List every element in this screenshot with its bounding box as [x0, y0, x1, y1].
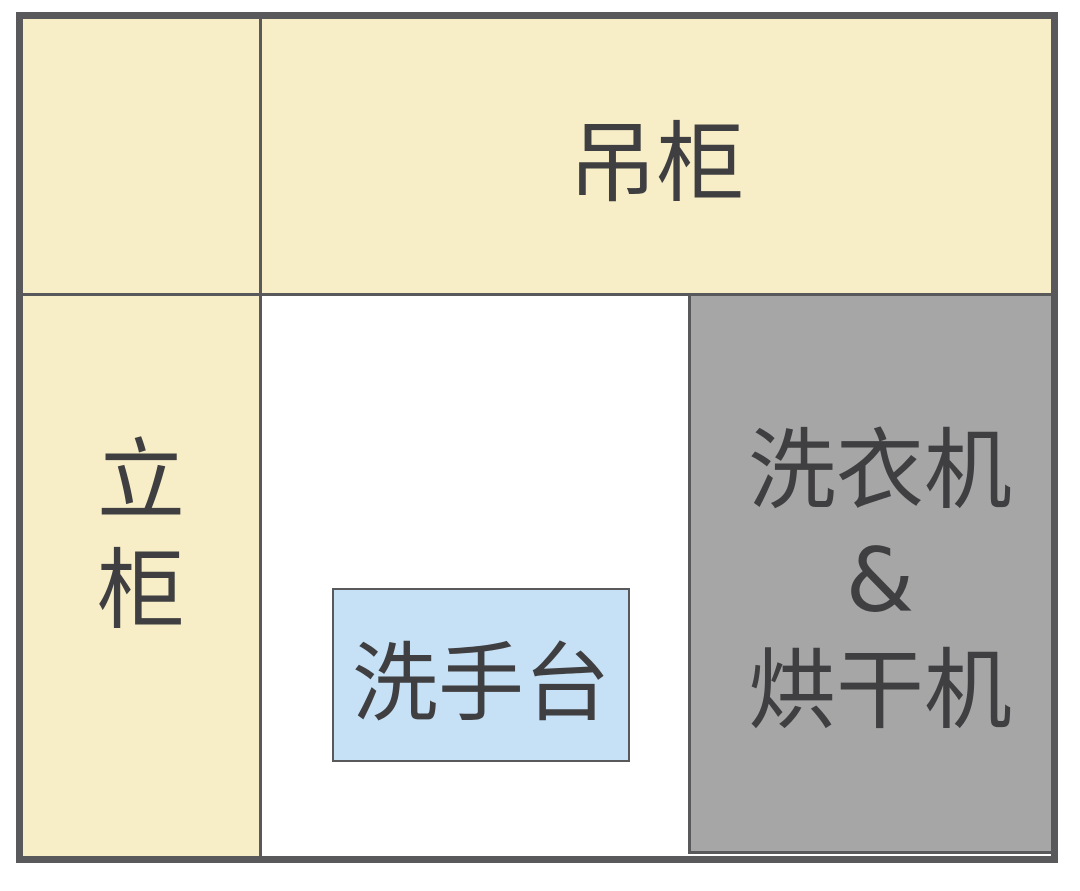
- tall-cabinet-region: [16, 12, 262, 863]
- ampersand-label: &: [845, 528, 915, 632]
- wash-basin-label: 洗手台: [352, 633, 610, 734]
- divider-line: [16, 293, 262, 296]
- washer-label: 洗衣机: [747, 418, 1012, 522]
- dryer-label: 烘干机: [747, 638, 1012, 742]
- tall-cabinet-label-line-2: 柜: [96, 539, 185, 642]
- tall-cabinet-label-line-1: 立: [96, 429, 185, 532]
- wall-cabinet-region: 吊柜: [259, 12, 1058, 296]
- tall-cabinet-label-container: 立 柜: [23, 296, 259, 856]
- tall-cabinet-label: 立 柜: [97, 426, 185, 646]
- washer-dryer-label: 洗衣机 & 烘干机: [748, 416, 1012, 746]
- washer-dryer-region: 洗衣机 & 烘干机: [688, 293, 1058, 854]
- wall-cabinet-label: 吊柜: [568, 111, 745, 215]
- wash-basin-region: 洗手台: [332, 588, 630, 762]
